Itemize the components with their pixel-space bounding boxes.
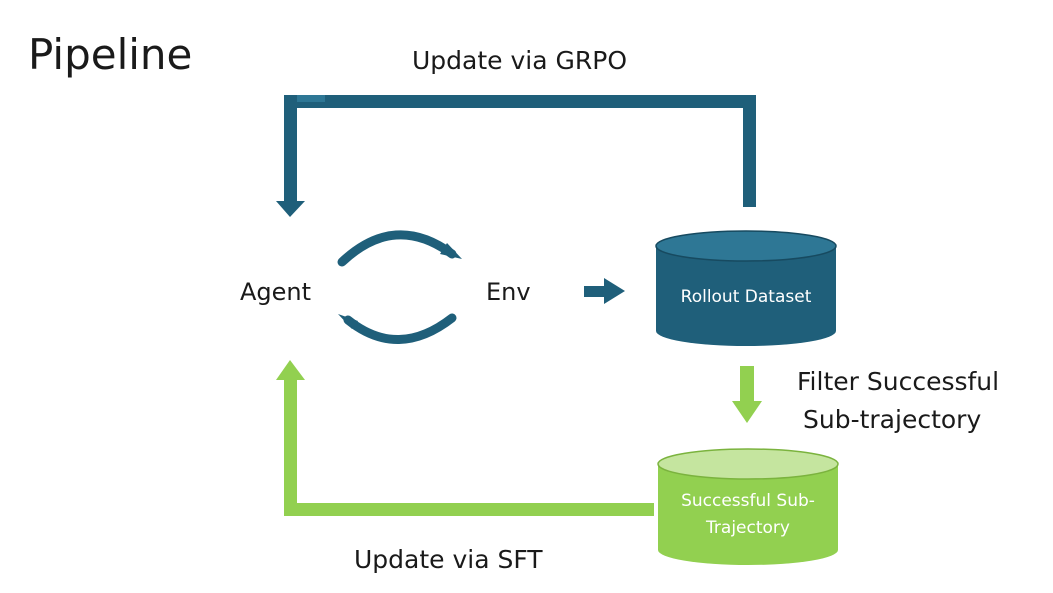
grpo-feedback-arrow <box>276 95 756 217</box>
rollout-dataset-cylinder: Rollout Dataset <box>655 230 837 346</box>
grpo-label: Update via GRPO <box>412 46 627 75</box>
filter-label-line1: Filter Successful <box>797 367 999 396</box>
successful-db-label-line1: Successful Sub- <box>681 491 815 511</box>
env-to-rollout-arrow <box>584 278 625 304</box>
sft-label: Update via SFT <box>354 545 543 574</box>
successful-db-label-line2: Trajectory <box>705 518 790 538</box>
filter-label-line2: Sub-trajectory <box>803 405 981 434</box>
filter-arrow <box>732 366 762 423</box>
env-label: Env <box>486 278 531 306</box>
rollout-dataset-label: Rollout Dataset <box>681 287 812 307</box>
successful-subtrajectory-cylinder: Successful Sub- Trajectory <box>657 448 839 565</box>
agent-label: Agent <box>240 278 311 306</box>
cycle-arrows-icon <box>337 230 462 344</box>
sft-feedback-arrow <box>276 360 654 516</box>
page-title: Pipeline <box>28 30 192 79</box>
